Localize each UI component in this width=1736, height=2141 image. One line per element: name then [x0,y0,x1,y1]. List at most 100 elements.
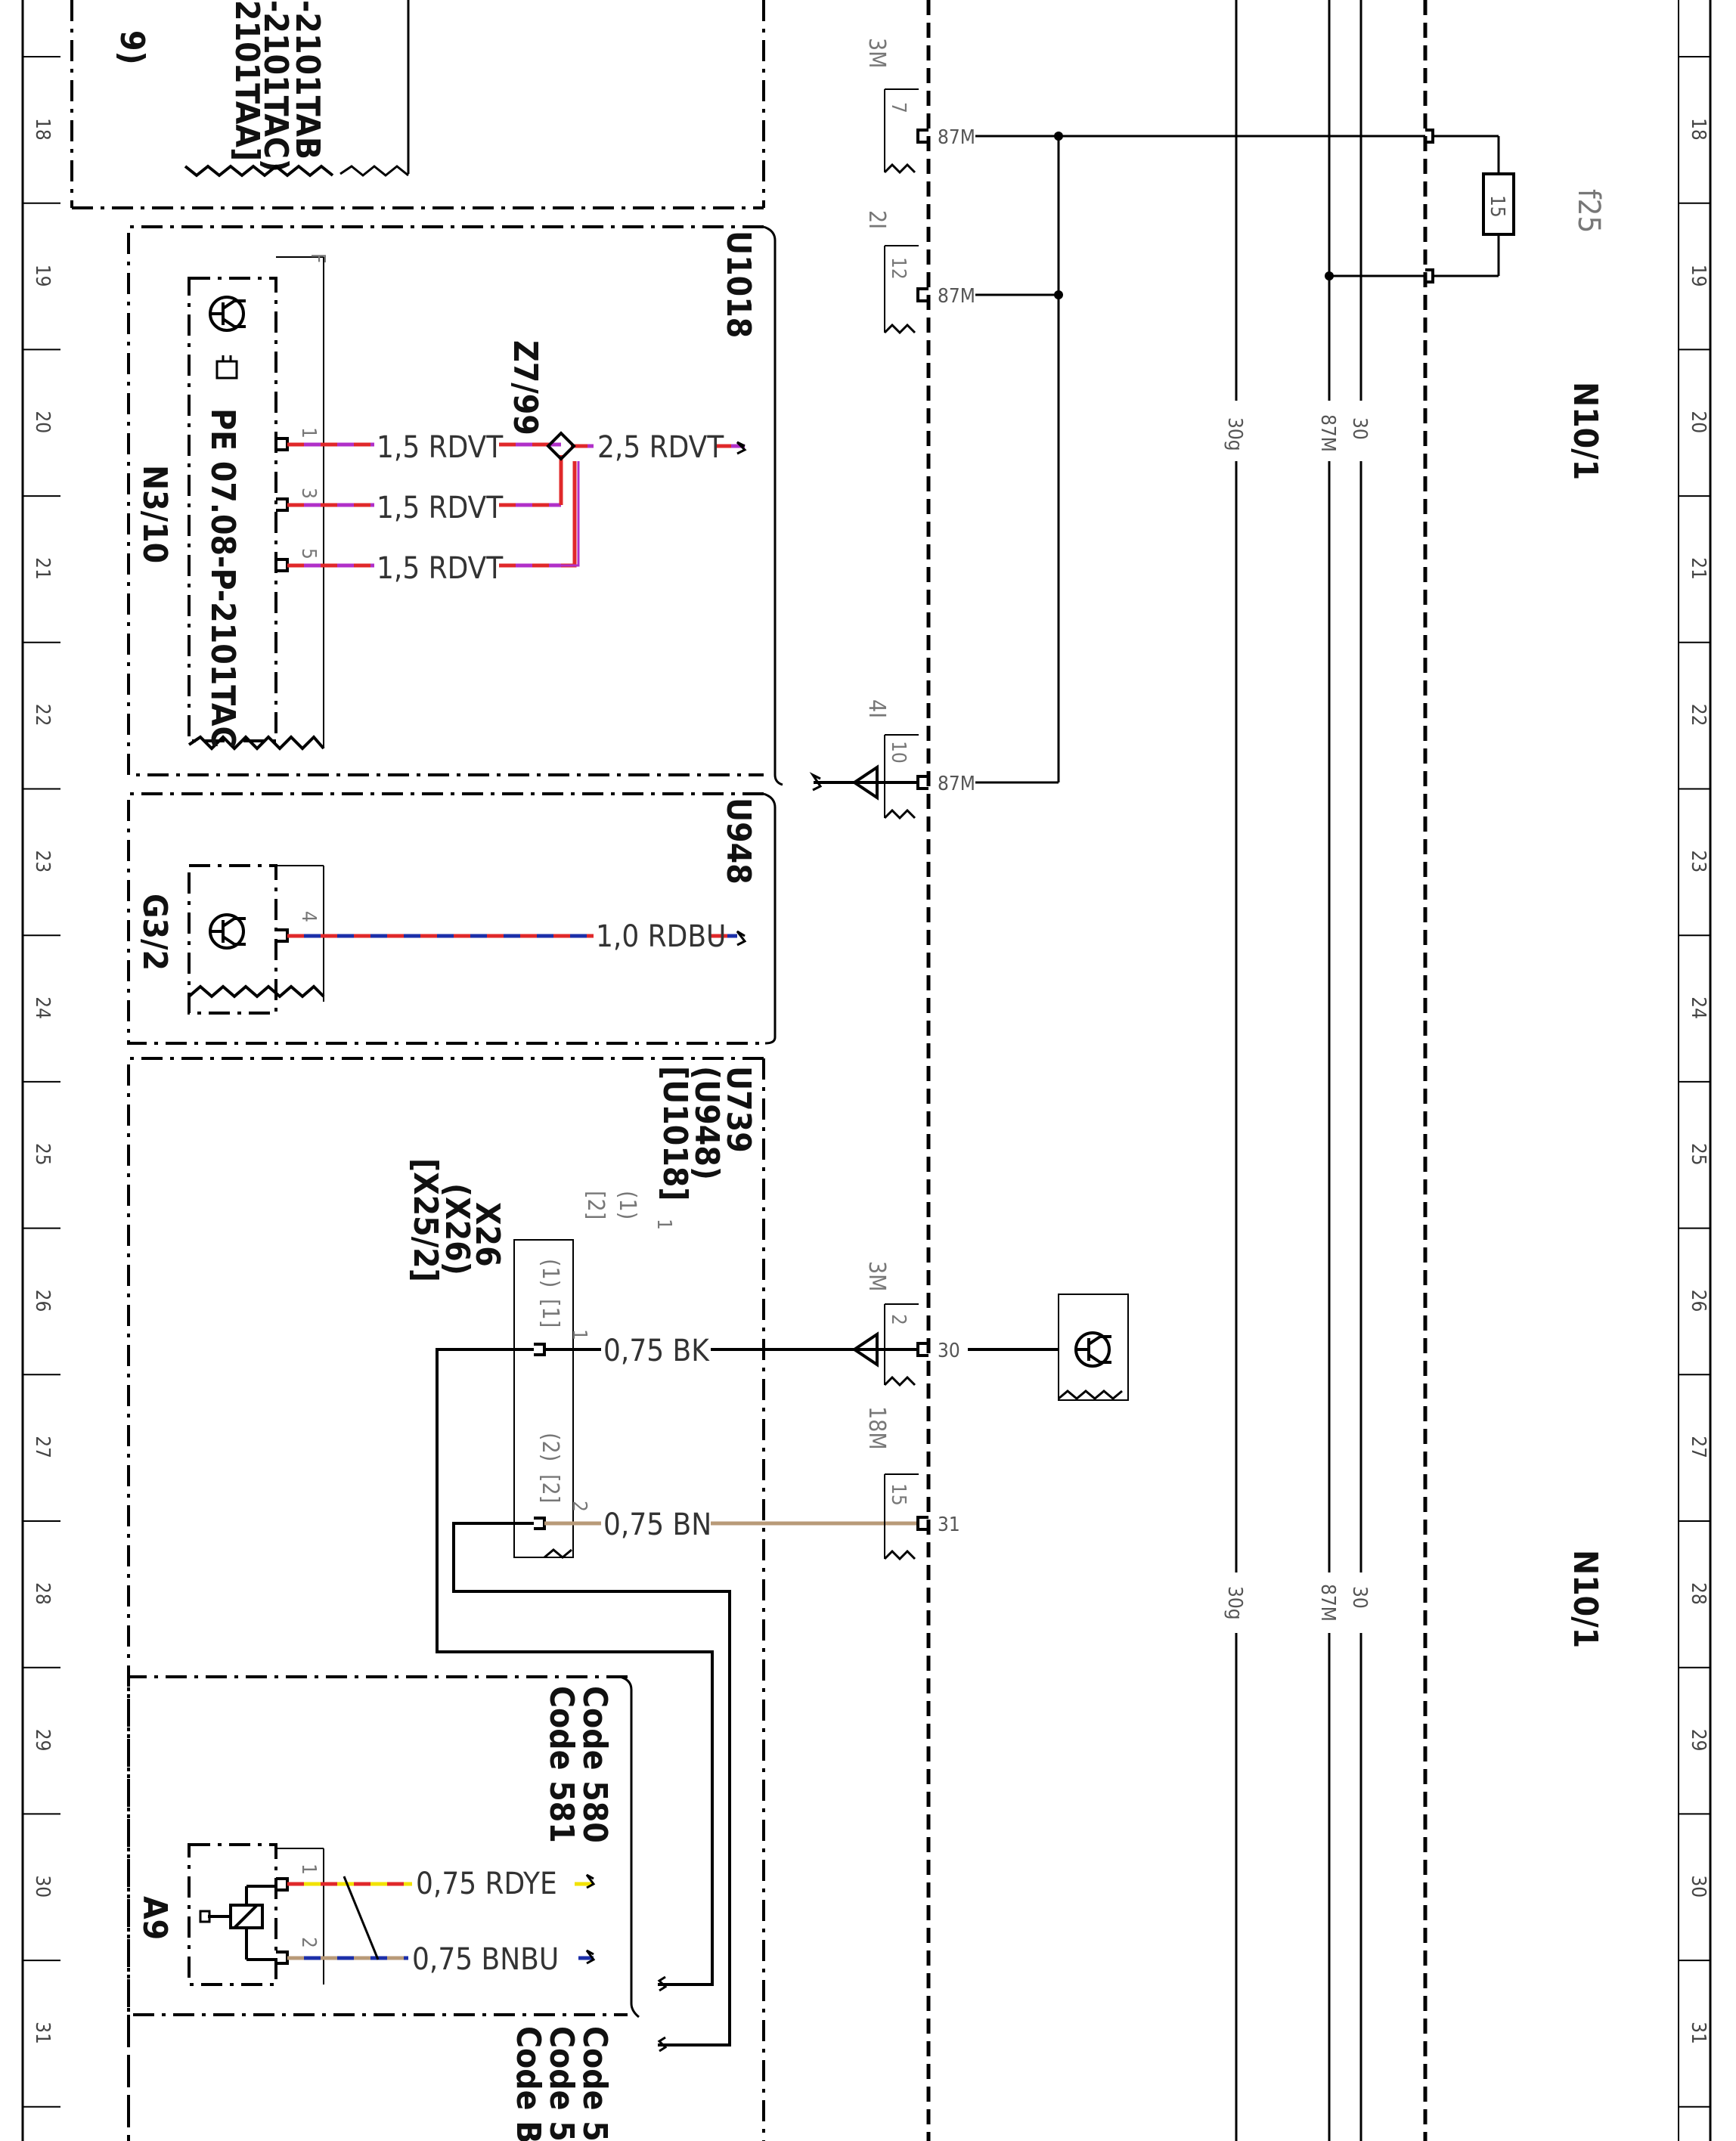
a9-component: A9 [135,1896,174,1940]
interconnect-87m [975,129,1500,784]
u1018-title: U1018 [719,231,758,338]
u948-title: U948 [719,798,758,885]
u1018-wire-3: 1,5 RDVT [377,551,504,586]
terminal-1-label: 87M [938,126,975,149]
relay-coil-icon [199,1885,276,1961]
block-u739: U739 (U948) [U1018] X26 (X26) [X25/2] 1 … [127,1057,918,2141]
terminal-30: 3M 2 30 [847,1261,1129,1401]
terminal-4-conn: 3M [863,1261,890,1291]
a9-wires [287,1882,594,1960]
grid-row-label-right: 31 [1687,2022,1710,2044]
conn-head-2: (1) [614,1191,640,1219]
top-ref-2: -2101TAB [288,0,327,160]
u739-title-3: [U1018] [656,1066,694,1201]
terminal-5-pin: 15 [887,1483,910,1506]
terminal-5-label: 31 [938,1514,960,1536]
splice-name: Z7/99 [506,340,544,435]
bus-lines: 30g 87M 30 30g 87M 30 [1223,0,1373,2141]
grid-row-label-left: 27 [31,1436,54,1458]
grid-row-label-right: 30 [1687,1875,1710,1898]
top-ref-1: 9) [113,30,151,65]
top-ref-3: -2101TAC) [256,0,295,172]
grid-row-label-left: 28 [31,1582,54,1605]
terminal-3-conn: 4I [863,699,890,718]
pin1-label-2: [1] [537,1299,563,1328]
grid-row-label-right: 28 [1687,1582,1710,1605]
grid-row-label-left: 30 [31,1875,54,1898]
top-ref-4: 2101TAA] [228,0,266,161]
pin1-label-3: 1 [568,1329,591,1340]
bus-30g-label-top: 30g [1223,417,1246,451]
grid-row-label-left: 26 [31,1290,54,1312]
module-label-bottom: N10/1 [1566,1550,1604,1648]
grid-row-label-left: 22 [31,704,54,727]
a9-code-2: Code 581 [542,1686,581,1843]
splice-z7-99 [546,431,576,461]
u948-component: G3/2 [135,894,174,971]
u1018-flag: F [306,253,329,263]
pointing-hand-icon [215,355,238,380]
grid-row-label-right: 26 [1687,1290,1710,1312]
conn-head-3: [2] [582,1191,609,1219]
terminal-4-pin: 2 [887,1314,910,1325]
pin2-label-1: (2) [537,1433,563,1461]
a9-code-1: Code 580 [575,1686,614,1843]
u1018-pin-3: 3 [297,488,320,499]
terminal-1-pin: 7 [887,102,910,113]
grid-row-label-right: 24 [1687,996,1710,1019]
bus-30g-label-bottom: 30g [1223,1586,1246,1620]
module-label-top: N10/1 [1566,382,1604,480]
u1018-pin-5: 5 [297,548,320,559]
grid-row-label-left: 25 [31,1143,54,1166]
bus-30-label-bottom: 30 [1348,1586,1371,1609]
fuse-name: f25 [1571,189,1606,233]
u1018-wire-2: 1,5 RDVT [377,491,504,525]
terminal-4-label: 30 [938,1340,960,1362]
conn-name-2: (X26) [438,1183,476,1275]
a9-pin-2: 2 [297,1937,320,1948]
transistor-icon [209,296,246,332]
transistor-icon [209,913,246,950]
u948-pin: 4 [297,911,320,922]
grid-row-label-right: 27 [1687,1436,1710,1458]
terminal-87m-3: 4I 10 87M [809,699,975,820]
block-u948: U948 G3/2 4 1,0 RDBU [127,792,777,1045]
fuse-f25: 15 f25 [1482,172,1606,236]
u1018-wire-1: 1,5 RDVT [377,430,504,465]
u1018-ref: PE 07.08-P-2101TAC [203,408,242,748]
pin1-label-1: (1) [537,1259,563,1287]
grid-row-label-left: 18 [31,118,54,141]
grid-row-label-left: 24 [31,996,54,1019]
a9-wire-2: 0,75 BNBU [412,1942,559,1977]
terminal-2-label: 87M [938,285,975,308]
grid-row-label-left: 29 [31,1729,54,1752]
grid-row-label-left: 19 [31,265,54,287]
transistor-icon [1074,1331,1111,1368]
grid-row-label-left: 23 [31,851,54,873]
u739-wire-1: 0,75 BK [603,1334,710,1368]
u948-wire: 1,0 RDBU [596,919,726,954]
conn-name-3: [X25/2] [406,1158,445,1282]
grid-row-label-right: 22 [1687,704,1710,727]
pin2-label-2: [2] [537,1474,563,1503]
bus-87m-label-top: 87M [1316,414,1339,452]
terminal-2-pin: 12 [887,257,910,280]
terminals: 3M 7 87M 2I 12 87M 4I 10 87M [809,38,1129,1561]
grid-row-label-right: 23 [1687,851,1710,873]
grid-row-label-right: 20 [1687,411,1710,433]
u739-title-2: (U948) [687,1066,726,1180]
top-block: 9) -2101TAB -2101TAC) 2101TAA] [70,0,765,209]
block-a9: Code 580 Code 581 A9 1 2 0,75 RDYE 0,75 … [127,1675,640,2141]
u1018-pin-1: 1 [297,427,320,438]
u1018-out-wire: 2,5 RDVT [597,430,724,465]
a9-pin-1: 1 [297,1864,320,1875]
bottom-code-3: Code B [509,2026,547,2141]
bus-30-label-top: 30 [1348,417,1371,440]
grid-row-label-right: 25 [1687,1143,1710,1166]
terminal-31: 18M 15 31 [863,1406,960,1561]
grid-row-label-right: 19 [1687,265,1710,287]
bus-87m-label-bottom: 87M [1316,1584,1339,1622]
grid-row-label-right: 29 [1687,1729,1710,1752]
grid-row-label-left: 31 [31,2022,54,2044]
